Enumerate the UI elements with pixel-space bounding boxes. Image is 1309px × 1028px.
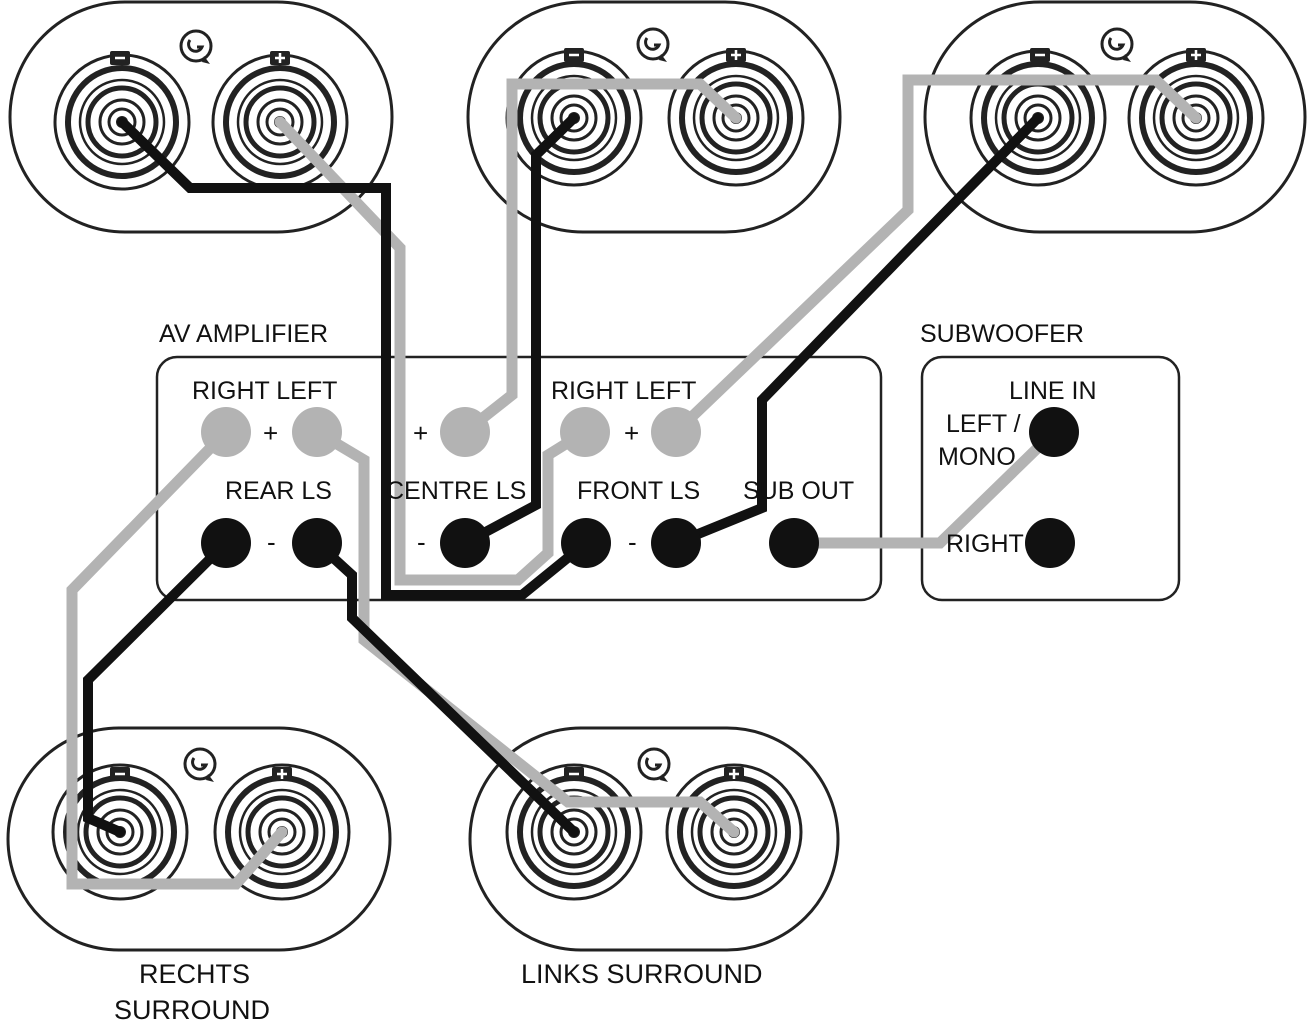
wire-centre-negative	[460, 113, 579, 548]
banana-socket-icon[interactable]	[440, 518, 490, 568]
rear-right-speaker-label-line1: RECHTS	[139, 959, 250, 989]
wire-subwoofer-signal	[788, 426, 1060, 549]
rear-pair-label: RIGHT LEFT	[192, 377, 337, 405]
centre-group-label: CENTRE LS	[386, 477, 526, 505]
amp-sockets	[201, 407, 1079, 568]
front-minus-sign: -	[628, 527, 637, 557]
banana-socket-icon[interactable]	[201, 407, 251, 457]
wire-front-right-positive	[274, 116, 591, 586]
minus-tab-icon	[562, 765, 586, 783]
banana-socket-icon[interactable]	[560, 407, 610, 457]
banana-socket-icon[interactable]	[651, 518, 701, 568]
minus-tab-icon	[108, 765, 132, 783]
line-in-label: LINE IN	[1009, 377, 1097, 405]
wire-centre-positive	[459, 78, 742, 438]
banana-socket-icon[interactable]	[769, 518, 819, 568]
banana-socket-icon[interactable]	[292, 518, 342, 568]
wire-front-left-negative	[671, 113, 1043, 548]
banana-socket-icon[interactable]	[651, 407, 701, 457]
sub-out-label: SUB OUT	[743, 477, 854, 505]
front-pair-label: RIGHT LEFT	[551, 377, 696, 405]
rear-plus-sign: +	[263, 418, 278, 448]
subwoofer-title: SUBWOOFER	[920, 320, 1084, 348]
front-plus-sign: +	[624, 418, 639, 448]
banana-socket-icon[interactable]	[561, 518, 611, 568]
speaker-front-left	[923, 0, 1307, 234]
front-group-label: FRONT LS	[577, 477, 700, 505]
centre-minus-sign: -	[417, 527, 426, 557]
banana-socket-icon[interactable]	[1025, 518, 1075, 568]
speaker-front-right	[8, 0, 394, 234]
centre-plus-sign: +	[413, 418, 428, 448]
wire-front-left-positive	[670, 74, 1202, 438]
plus-tab-icon	[724, 46, 748, 64]
banana-socket-icon[interactable]	[292, 407, 342, 457]
plus-tab-icon	[268, 49, 292, 67]
banana-socket-icon[interactable]	[1029, 407, 1079, 457]
plus-tab-icon	[270, 765, 294, 783]
wire-front-right-negative	[117, 117, 591, 600]
wire-rear-right-positive	[66, 426, 288, 890]
subwoofer-panel	[920, 355, 1181, 602]
minus-tab-icon	[562, 46, 586, 64]
left-mono-label-line2: MONO	[938, 443, 1016, 471]
minus-tab-icon	[1028, 46, 1052, 64]
minus-tab-icon	[108, 49, 132, 67]
speaker-centre	[466, 0, 842, 234]
speaker-rear-right	[6, 726, 392, 952]
speaker-rear-left	[468, 726, 840, 952]
left-mono-label-line1: LEFT /	[946, 410, 1021, 438]
banana-socket-icon[interactable]	[440, 407, 490, 457]
rear-group-label: REAR LS	[225, 477, 332, 505]
plus-tab-icon	[1184, 46, 1208, 64]
right-label: RIGHT	[946, 530, 1024, 558]
wire-rear-right-negative	[83, 538, 231, 837]
plus-tab-icon	[722, 765, 746, 783]
banana-socket-icon[interactable]	[201, 518, 251, 568]
rear-minus-sign: -	[267, 527, 276, 557]
rear-right-speaker-label-line2: SURROUND	[114, 995, 270, 1025]
amplifier-title: AV AMPLIFIER	[159, 320, 328, 348]
rear-left-speaker-label: LINKS SURROUND	[521, 959, 763, 989]
